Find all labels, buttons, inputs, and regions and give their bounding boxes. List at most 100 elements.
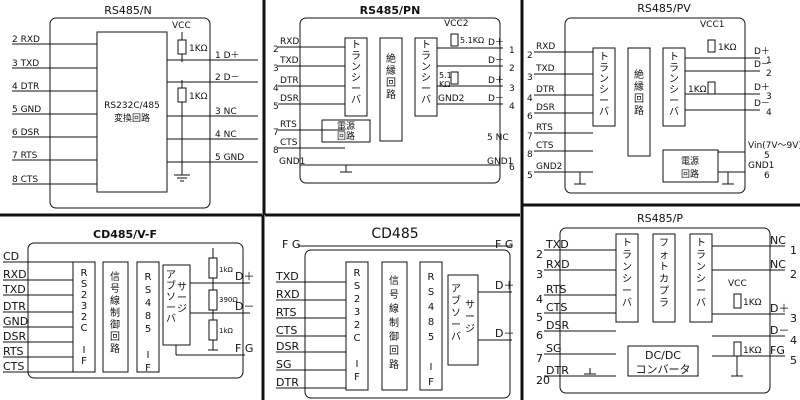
pin-number: 4 — [536, 293, 543, 306]
signal-control-label: 路 — [389, 358, 399, 371]
pin-number: 2 — [790, 268, 797, 281]
resistor-label: 1KΩ — [688, 85, 707, 95]
pin-number: 1 — [766, 56, 772, 66]
pin-label: TXD — [545, 238, 569, 251]
pin-number: 3 — [536, 268, 543, 281]
signal-control-label: 制 — [389, 316, 399, 329]
isolation-label: 絶 — [386, 52, 396, 65]
pin-label: NC — [770, 258, 786, 271]
pin-label: DSR — [546, 319, 569, 332]
pin-label: D－ — [488, 56, 504, 66]
pin-number: 2 — [527, 51, 533, 61]
power-block — [321, 119, 371, 143]
gnd1-label-right: GND1 — [487, 157, 513, 167]
pin-label: GND2 — [536, 162, 562, 172]
resistor — [208, 289, 218, 311]
absorber-label: ー — [166, 303, 176, 314]
panel-title: RS485/N — [104, 4, 152, 17]
resistor — [208, 257, 218, 279]
transceiver-label: バ — [421, 94, 431, 106]
panel-rs485pv: RS485/PV 電源 回路 VCC1 1KΩ 1KΩ Vin(7V～9V) 5… — [527, 2, 800, 194]
transceiver-label: ト — [622, 238, 632, 249]
rs232c-if-label: C — [81, 323, 88, 334]
pin-number: 6 — [536, 329, 543, 342]
isolation-block — [627, 47, 651, 157]
surge-label: サ — [465, 299, 475, 311]
signal-control-label: 信 — [110, 271, 120, 283]
transceiver-label: ン — [599, 74, 609, 85]
transceiver-label: シ — [351, 73, 361, 84]
pin-label: TXD — [535, 64, 555, 74]
converter-label-2: 変換回路 — [114, 112, 150, 124]
pin-label: RXD — [280, 37, 299, 47]
resistor — [733, 341, 742, 357]
signal-control-label: 線 — [389, 302, 399, 315]
photocoupler-block — [652, 233, 676, 323]
vcc-label: VCC — [172, 21, 191, 31]
rs485-if-label: S — [145, 285, 151, 296]
resistor — [733, 293, 742, 309]
signal-control-label: 号 — [110, 283, 120, 295]
dcdc-block — [627, 345, 699, 377]
pin-number: 7 — [527, 132, 533, 142]
pin-label: CTS — [280, 138, 298, 148]
transceiver-1 — [592, 47, 616, 127]
pin-label: D－ — [488, 94, 504, 104]
pin-number: 5 — [790, 354, 797, 367]
pin-number: 2 — [766, 69, 772, 79]
converter-block — [96, 31, 168, 193]
rs485-if-block — [419, 261, 443, 391]
surge-label: ジ — [465, 324, 475, 335]
transceiver-label: ー — [696, 286, 706, 297]
isolation-label: 縁 — [386, 64, 396, 77]
pin-label: CTS — [536, 141, 554, 151]
pin-label: CTS — [546, 301, 567, 314]
surge-label: サ — [177, 281, 187, 293]
resistor — [177, 39, 187, 55]
rs485-if-label: 5 — [428, 332, 434, 343]
pin-label: TXD — [279, 56, 299, 66]
pin-number: 2 — [536, 248, 543, 261]
transceiver-label: ト — [669, 52, 679, 63]
resistor-label: 1KΩ — [189, 92, 208, 102]
transceiver-label: ラ — [696, 249, 706, 261]
isolation-block — [379, 37, 403, 142]
transceiver-1 — [615, 233, 639, 323]
isolation-label: 路 — [386, 88, 396, 101]
pin-number: 2 — [509, 64, 515, 74]
resistor-label: 1kΩ — [219, 327, 234, 335]
rs485-if-label: R — [428, 272, 435, 283]
absorber-label: ー — [451, 320, 461, 331]
signal-control-label: 線 — [110, 294, 120, 307]
transceiver-label: ラ — [421, 50, 431, 62]
vin-pin-number: 5 — [764, 151, 770, 161]
pin-number: 4 — [273, 84, 279, 94]
pin-label: 4 NC — [215, 130, 237, 140]
transceiver-label: ラ — [599, 62, 609, 74]
panel-cd485v: CD485/V-F 1kΩ 390Ω 1kΩ CDRXDTXDDTRGNDDSR… — [2, 228, 254, 379]
absorber-label: バ — [166, 313, 176, 325]
pin-label: 5 GND — [12, 105, 41, 115]
pin-label: RXD — [536, 42, 555, 52]
surge-absorber-block — [447, 274, 479, 366]
rs232c-if-label: F — [81, 356, 87, 367]
resistor-label: 390Ω — [219, 296, 238, 304]
transceiver-label: バ — [669, 106, 679, 118]
pin-label: CD — [3, 250, 19, 263]
pin-label: RTS — [276, 306, 297, 319]
gnd1-label: GND1 — [748, 161, 774, 171]
rs232c-if-label: 2 — [81, 312, 87, 323]
gnd1-pin-number: 6 — [509, 163, 515, 173]
panel-title: RS485/P — [637, 212, 683, 225]
transceiver-label: シ — [622, 274, 632, 285]
resistor — [450, 71, 459, 85]
pin-number: 3 — [527, 73, 533, 83]
power-label-2: 回路 — [681, 168, 699, 180]
signal-control-label: 御 — [389, 330, 399, 343]
rs485-if-label: F — [145, 363, 151, 374]
gnd1-pin-number: 6 — [764, 171, 770, 181]
transceiver-label: シ — [421, 73, 431, 84]
pin-label: DTR — [276, 376, 299, 389]
pin-label: FG — [770, 344, 785, 357]
